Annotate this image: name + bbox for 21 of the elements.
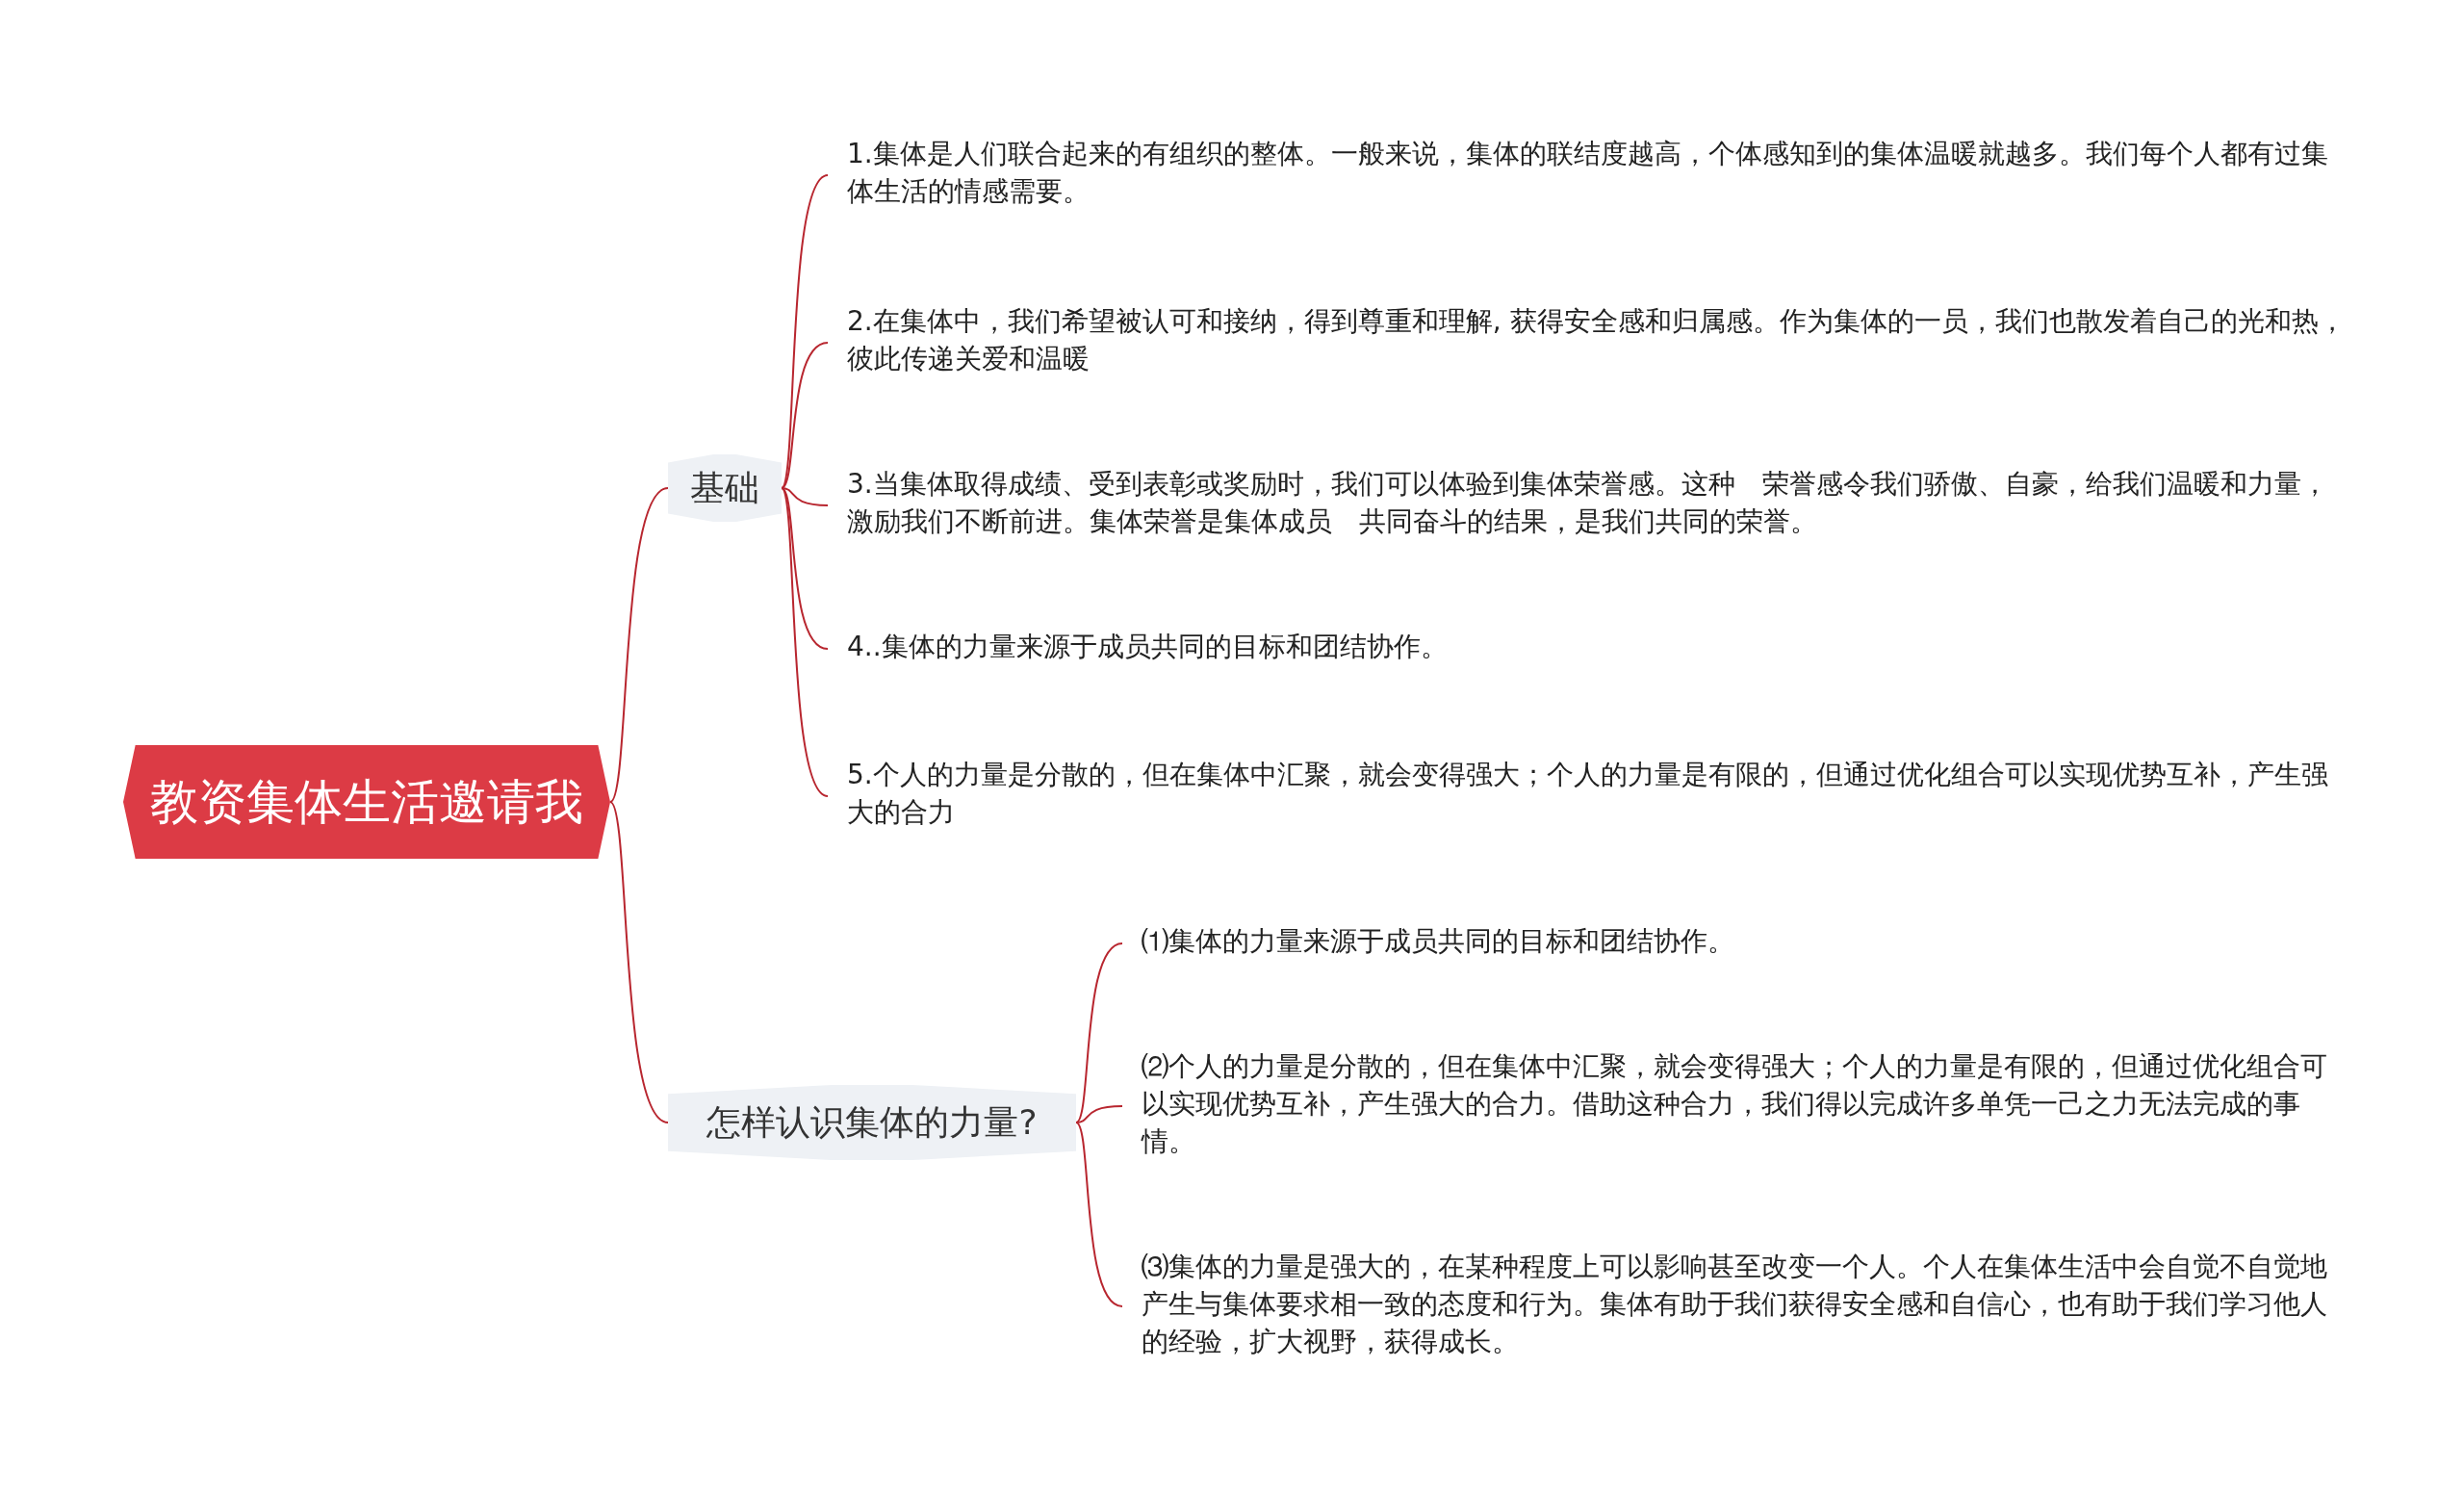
subtopic-text: 2.在集体中，我们希望被认可和接纳，得到尊重和理解, 获得安全感和归属感。作为集体的一员，我们也散发着自己的光和热，彼此传递关爱和温暖	[847, 304, 2347, 376]
subtopic-text: 4..集体的力量来源于成员共同的目标和团结协作。	[847, 630, 1448, 664]
subtopic-text: 1.集体是人们联合起来的有组织的整体。一般来说，集体的联结度越高，个体感知到的集体温暖就越多。我们每个人都有过集体生活的情感需要。	[847, 137, 2329, 209]
subtopic-text: 5.个人的力量是分散的，但在集体中汇聚，就会变得强大；个人的力量是有限的，但通过优化组合可以实现优势互补，产生强大的合力	[847, 758, 2329, 830]
connector-line	[1075, 942, 1123, 1123]
connector-line	[781, 487, 829, 797]
subtopic-text: ⑶集体的力量是强大的，在某种程度上可以影响甚至改变一个人。个人在集体生活中会自觉不自觉地产生与集体要求相一致的态度和行为。集体有助于我们获得安全感和自信心，也有助于我们学习他人的经验，扩大视野，获得成长。	[1142, 1250, 2328, 1359]
subtopic-text: ⑵个人的力量是分散的，但在集体中汇聚，就会变得强大；个人的力量是有限的，但通过优化组合可以实现优势互补，产生强大的合力。借助这种合力，我们得以完成许多单凭一己之力无法完成的事情。	[1142, 1049, 2328, 1159]
connector-line	[609, 801, 669, 1123]
topic-box: 基础	[668, 454, 782, 522]
subtopic-text: ⑴集体的力量来源于成员共同的目标和团结协作。	[1142, 924, 1734, 959]
connector-line	[781, 487, 829, 506]
connector-line	[781, 487, 829, 650]
topic-box: 怎样认识集体的力量?	[668, 1085, 1076, 1160]
connector-line	[609, 487, 669, 803]
subtopic-text: 3.当集体取得成绩、受到表彰或奖励时，我们可以体验到集体荣誉感。这种 荣誉感令我们骄傲、自豪，给我们温暖和力量，激励我们不断前进。集体荣誉是集体成员 共同奋斗的结果，是我们共同的荣誉。	[847, 467, 2329, 539]
connector-line	[781, 342, 829, 489]
central-topic: 教资集体生活邀请我	[123, 745, 610, 859]
connector-line	[1075, 1105, 1123, 1123]
connector-line	[781, 174, 829, 489]
connector-line	[1075, 1122, 1123, 1307]
